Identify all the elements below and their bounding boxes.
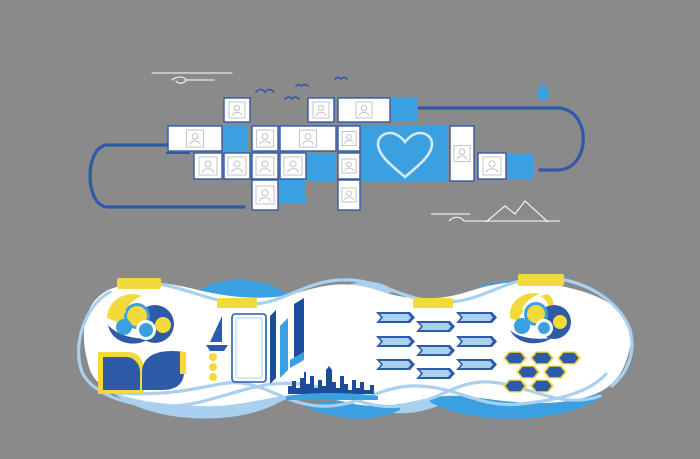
hexagon: [516, 365, 540, 379]
birds-icon: [255, 76, 348, 101]
hexagon: [543, 365, 567, 379]
person-portrait-icon: [231, 160, 243, 173]
photo-frame: [167, 125, 223, 152]
person-portrait-icon: [486, 160, 498, 173]
hexagon: [503, 379, 527, 393]
photo-frame: [251, 152, 279, 180]
circle-cluster-right: [509, 293, 571, 344]
leaf-blocks: [98, 350, 186, 394]
picture-frame-outline: [231, 313, 267, 383]
arrow-tag: [416, 321, 455, 332]
arrow-tag: [456, 312, 497, 323]
photo-wall: [88, 72, 585, 223]
person-portrait-icon: [344, 133, 354, 144]
photo-frame: [337, 179, 361, 211]
arrow-tags: [376, 312, 497, 379]
wall-connector-lines: [88, 106, 585, 209]
person-portrait-icon: [259, 189, 271, 202]
cloud-line-icon: [151, 72, 233, 84]
photo-frame: [337, 97, 391, 123]
photo-frame: [251, 125, 279, 152]
person-portrait-icon: [315, 104, 327, 116]
person-portrait-icon: [358, 104, 370, 116]
hexagon: [530, 351, 554, 365]
person-portrait-icon: [189, 133, 201, 145]
photo-frame: [337, 152, 361, 180]
person-portrait-icon: [231, 104, 243, 116]
person-portrait-icon: [456, 148, 468, 160]
circle-cluster-left: [107, 294, 174, 344]
hexagon-grid: [503, 351, 581, 393]
arrow-tag: [456, 336, 497, 347]
panel-body: [83, 281, 631, 407]
photo-frame: [193, 152, 223, 180]
arrow-tag: [376, 359, 415, 370]
arrow-tag: [416, 345, 455, 356]
heart-icon: [376, 131, 434, 179]
photo-frame: [279, 125, 337, 152]
photo-frame: [223, 97, 251, 123]
display-panel: [77, 274, 634, 419]
city-skyline-icon: [286, 366, 378, 400]
arrow-tag: [456, 359, 497, 370]
person-portrait-icon: [344, 161, 354, 172]
person-portrait-icon: [202, 160, 214, 173]
photo-frame: [477, 152, 507, 180]
arrow-tag: [416, 368, 455, 379]
accent-tiles: [166, 98, 533, 204]
photo-frame: [449, 125, 475, 182]
photo-frame: [279, 152, 307, 180]
water-drop-icon: [537, 81, 549, 100]
person-portrait-icon: [302, 133, 314, 145]
hexagon: [557, 351, 581, 365]
person-portrait-icon: [287, 160, 299, 173]
hexagon: [530, 379, 554, 393]
photo-frame: [223, 152, 251, 180]
photo-frames: [167, 97, 507, 211]
mountain-icon: [431, 200, 560, 223]
hexagon: [503, 351, 527, 365]
arrow-tag: [376, 336, 415, 347]
picture-frame-inner: [235, 317, 263, 379]
yellow-tabs: [117, 274, 564, 308]
photo-frame: [337, 125, 361, 152]
person-portrait-icon: [259, 133, 271, 145]
arrow-tag: [376, 312, 415, 323]
ribbon-columns: [270, 298, 304, 384]
photo-frame: [307, 97, 335, 123]
sailboat-icon: [206, 316, 228, 381]
person-portrait-icon: [259, 160, 271, 173]
photo-frame: [251, 179, 279, 211]
person-portrait-icon: [344, 190, 354, 201]
